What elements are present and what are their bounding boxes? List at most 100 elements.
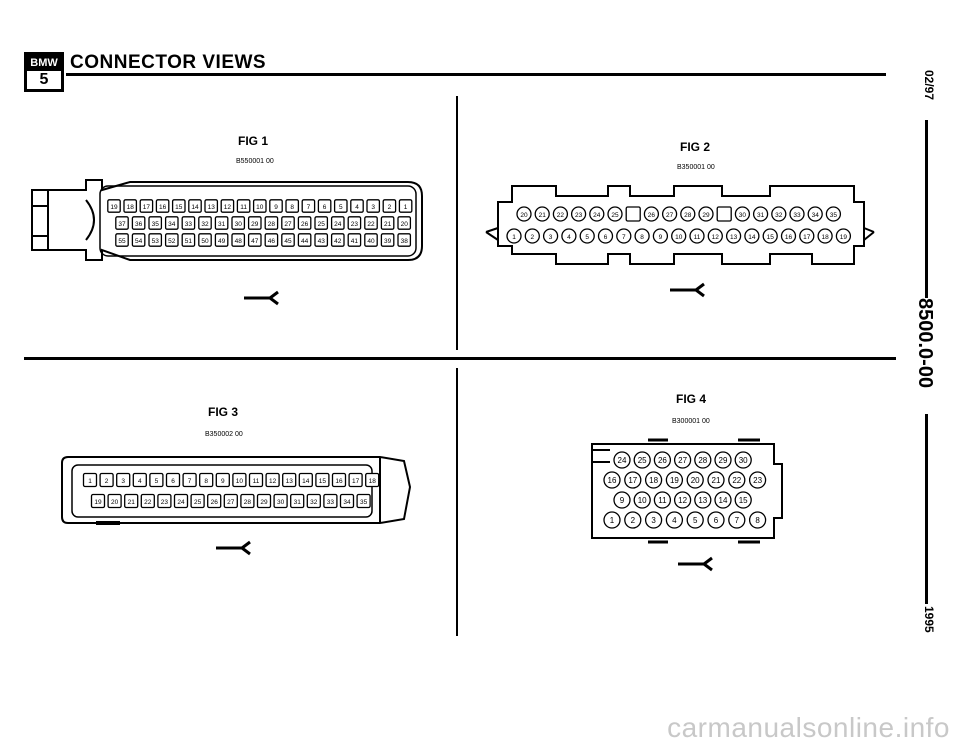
fig2-pin-label: 32	[775, 212, 783, 219]
fig4-pin-contact	[613, 451, 631, 469]
fig3-pin-label: 21	[128, 499, 136, 506]
fig3-pin-contact	[365, 472, 380, 488]
fig4-pin-label: 18	[649, 476, 658, 485]
fig2-pin-label: 31	[757, 212, 765, 219]
fig1-pin-label: 7	[307, 204, 311, 211]
fig1-pin-label: 17	[143, 204, 151, 211]
fig2-pin-contact	[661, 206, 678, 222]
fig4-pin-contact	[603, 471, 621, 489]
fig1-pin-label: 21	[384, 221, 392, 228]
fig3-housing	[61, 456, 412, 524]
fig2-pin-contact	[579, 228, 595, 244]
fig3-pin-label: 15	[319, 478, 327, 485]
fig4-pin-contact	[653, 491, 672, 509]
fig1-wire-mark	[244, 290, 279, 306]
fig4-pin-contact	[673, 491, 692, 509]
fig2-pin-blank-slot	[716, 206, 732, 222]
fig2-pin-label: 8	[640, 234, 644, 241]
fig1-pin-contact	[297, 233, 312, 247]
fig1-pin-contact	[347, 216, 362, 230]
fig4-pin-contact	[603, 511, 621, 529]
fig3-pin-contact	[290, 493, 305, 509]
fig1-pin-label: 35	[152, 221, 160, 228]
fig4-pin-contact	[686, 511, 704, 529]
fig4-pin-label: 1	[610, 516, 615, 525]
fig4-tabs	[648, 438, 760, 544]
side-line-1	[925, 120, 928, 298]
middle-divider	[24, 357, 896, 360]
fig4-pin-label: 4	[672, 516, 677, 525]
fig1-pin-label: 46	[268, 238, 276, 245]
fig1-pin-contact	[164, 233, 179, 247]
fig4-pin-label: 10	[638, 496, 647, 505]
fig1-pin-label: 15	[175, 204, 183, 211]
fig3-pin-label: 12	[269, 478, 277, 485]
fig3-pin-contact	[149, 472, 164, 488]
fig3-pin-label: 3	[121, 478, 125, 485]
fig3-pin-label: 27	[227, 499, 235, 506]
fig4-pin-label: 29	[719, 456, 728, 465]
fig3-pin-contact	[99, 472, 114, 488]
fig1-pin-label: 54	[135, 238, 143, 245]
fig2-pin-contact	[542, 228, 559, 244]
fig1-pin-contact	[131, 233, 146, 247]
fig2-pin-contact	[762, 228, 778, 244]
bmw-logo: BMW 5	[24, 52, 64, 92]
fig3-pin-label: 33	[327, 499, 335, 506]
fig1-face	[99, 185, 417, 257]
fig4-pin-label: 14	[719, 496, 728, 505]
fig2-pin-contact	[771, 206, 787, 222]
fig2-pin-label: 27	[666, 212, 674, 219]
fig1-pin-contact	[397, 233, 412, 247]
fig1-pin-contact	[181, 233, 196, 247]
fig2-pin-label: 15	[767, 234, 775, 241]
fig1-pin-label: 37	[118, 221, 126, 228]
fig4-pin-label: 6	[714, 516, 719, 525]
fig4-code: B300001 00	[672, 418, 710, 425]
fig2-pin-label: 12	[712, 234, 720, 241]
side-page-number: 8500.0-00	[914, 298, 936, 389]
fig4-pin-contact	[707, 471, 725, 489]
fig2-pin-label: 24	[593, 212, 601, 219]
fig2-pin-contact	[689, 228, 705, 244]
fig4-pin-contact	[613, 491, 631, 509]
fig3-pin-contact	[273, 493, 288, 509]
fig2-pin-label: 7	[622, 234, 626, 241]
fig1-pin-label: 51	[185, 238, 193, 245]
fig4-pin-contact	[665, 471, 684, 489]
fig3-pin-contact	[232, 472, 247, 488]
fig1-pin-label: 42	[334, 238, 342, 245]
fig2-pin-label: 16	[785, 234, 793, 241]
fig1-pin-contact	[164, 216, 179, 230]
fig3-pin-contact	[107, 493, 122, 509]
fig1-pin-label: 31	[218, 221, 226, 228]
fig2-pin-label: 6	[604, 234, 608, 241]
fig1-pin-contact	[198, 233, 212, 247]
fig2-pin-contact	[807, 206, 823, 222]
fig4-pin-contact	[665, 511, 684, 529]
fig1-pin-contact	[252, 199, 267, 213]
fig1-latch-curve	[85, 199, 95, 241]
fig2-code: B350001 00	[677, 164, 715, 171]
fig3-pin-contact	[165, 472, 181, 488]
fig4-pin-label: 24	[618, 456, 627, 465]
fig1-pin-contact	[380, 216, 395, 230]
fig2-pin-contact	[570, 206, 587, 222]
fig1-pin-contact	[364, 233, 378, 247]
fig1-pin-label: 52	[168, 238, 176, 245]
fig1-pin-label: 4	[355, 204, 359, 211]
fig2-pin-contact	[817, 228, 833, 244]
fig1-pin-contact	[247, 216, 262, 230]
fig4-pin-contact	[714, 491, 732, 509]
fig2-pin-label: 23	[575, 212, 583, 219]
fig1-pin-label: 19	[110, 204, 118, 211]
fig2-pin-contact	[589, 206, 605, 222]
fig1-pin-contact	[231, 216, 246, 230]
fig1-pin-label: 27	[284, 221, 292, 228]
fig1-pin-contact	[330, 233, 345, 247]
vertical-divider-bottom	[456, 368, 458, 636]
fig4-pin-contact	[686, 471, 704, 489]
fig1-pin-contact	[214, 233, 229, 247]
